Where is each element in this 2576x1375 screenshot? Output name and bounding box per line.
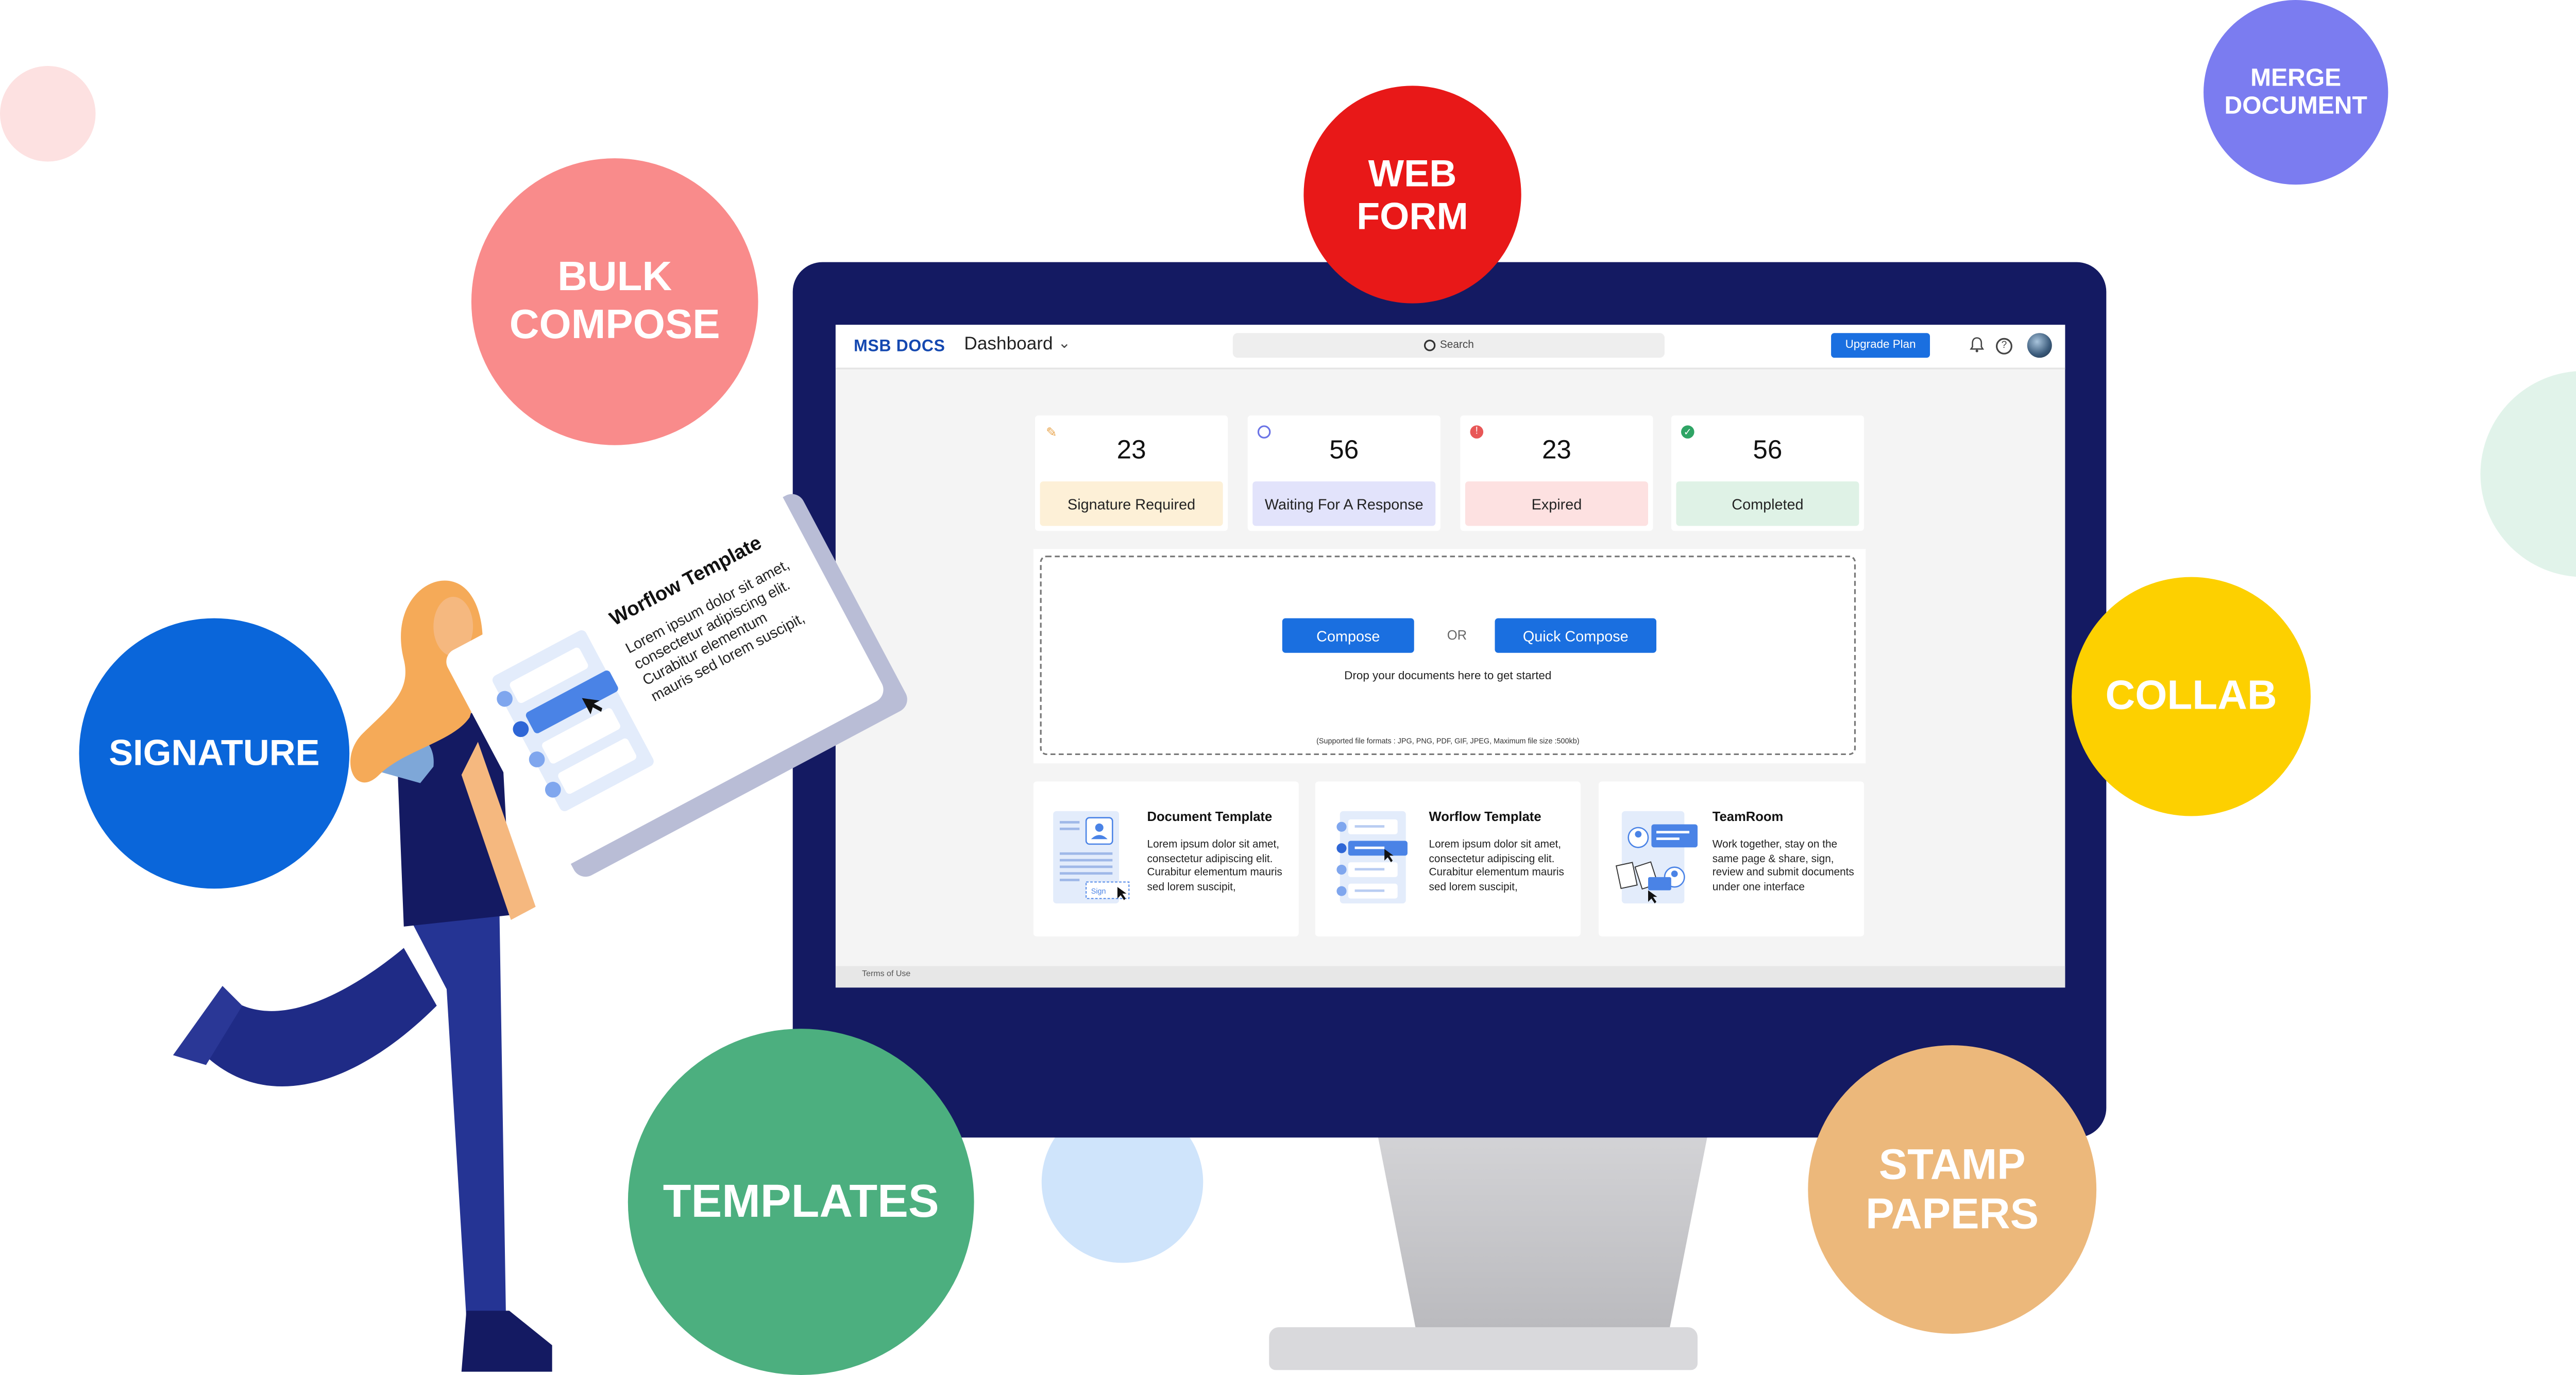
stat-value: 23 (1116, 437, 1146, 465)
compose-button[interactable]: Compose (1282, 618, 1414, 653)
check-icon: ✓ (1681, 425, 1694, 439)
feature-stamp-papers[interactable]: STAMP PAPERS (1808, 1045, 2097, 1334)
stat-label: Completed (1676, 481, 1859, 526)
stat-card-waiting[interactable]: 56 Waiting For A Response (1247, 415, 1440, 531)
card-teamroom[interactable]: TeamRoom Work together, stay on the same… (1599, 781, 1865, 937)
floating-workflow-card: Worflow Template Lorem ipsum dolor sit a… (442, 479, 912, 882)
feature-label: BULK COMPOSE (509, 254, 720, 348)
avatar[interactable] (2027, 333, 2052, 358)
bell-icon[interactable] (1970, 337, 1985, 353)
feature-label: COLLAB (2105, 673, 2277, 719)
stat-label: Expired (1465, 481, 1648, 526)
footer-bar: Terms of Use (835, 966, 2065, 988)
workflow-template-illustration (492, 630, 654, 811)
document-template-illustration: Sign (1053, 811, 1130, 904)
feature-signature[interactable]: SIGNATURE (79, 618, 350, 889)
search-placeholder: Search (1439, 339, 1474, 351)
search-icon (1423, 339, 1435, 351)
card-description: Lorem ipsum dolor sit amet, consectetur … (1429, 839, 1564, 893)
stat-value: 56 (1753, 437, 1783, 465)
card-workflow-template[interactable]: Worflow Template Lorem ipsum dolor sit a… (1315, 781, 1581, 937)
feature-label: MERGE DOCUMENT (2224, 63, 2367, 121)
drop-zone[interactable]: Compose OR Quick Compose Drop your docum… (1040, 556, 1856, 756)
terms-of-use-link[interactable]: Terms of Use (862, 969, 911, 980)
stat-card-signature-required[interactable]: ✎ 23 Signature Required (1035, 415, 1228, 531)
quick-compose-button[interactable]: Quick Compose (1495, 618, 1656, 653)
upload-panel: Compose OR Quick Compose Drop your docum… (1033, 549, 1866, 764)
help-icon[interactable]: ? (1995, 338, 2012, 355)
feature-merge-document[interactable]: MERGE DOCUMENT (2204, 0, 2388, 185)
chevron-down-icon[interactable]: ⌄ (1058, 334, 1071, 351)
card-description: Lorem ipsum dolor sit amet, consectetur … (1147, 839, 1282, 893)
monitor-base (1269, 1327, 1698, 1370)
teamroom-illustration (1615, 811, 1698, 904)
feature-label: TEMPLATES (663, 1175, 939, 1227)
stat-label: Waiting For A Response (1252, 481, 1436, 526)
supported-formats: (Supported file formats : JPG, PNG, PDF,… (1316, 736, 1580, 745)
floating-card-body: Worflow Template Lorem ipsum dolor sit a… (442, 479, 888, 872)
decor-circle-mint (2480, 371, 2576, 577)
sign-label: Sign (1091, 887, 1106, 896)
dashboard-menu[interactable]: Dashboard (964, 334, 1053, 355)
drop-instructions: Drop your documents here to get started (1344, 670, 1552, 683)
card-title: Worflow Template (1429, 809, 1541, 825)
stat-value: 23 (1541, 437, 1571, 465)
upgrade-plan-button[interactable]: Upgrade Plan (1831, 333, 1930, 358)
feature-bulk-compose[interactable]: BULK COMPOSE (471, 158, 758, 445)
feature-templates[interactable]: TEMPLATES (628, 1029, 974, 1375)
or-separator: OR (1447, 628, 1467, 643)
card-description: Work together, stay on the same page & s… (1712, 839, 1854, 893)
clock-icon (1257, 425, 1271, 439)
stat-value: 56 (1329, 437, 1359, 465)
card-document-template[interactable]: Sign Document Template Lorem ipsum dolor… (1033, 781, 1299, 937)
stat-label: Signature Required (1040, 481, 1223, 526)
stat-card-expired[interactable]: ! 23 Expired (1460, 415, 1653, 531)
decor-circle-pink (0, 65, 96, 162)
floating-card-description: Lorem ipsum dolor sit amet, consectetur … (622, 556, 808, 705)
feature-collab[interactable]: COLLAB (2072, 577, 2311, 816)
alert-icon: ! (1470, 425, 1484, 439)
search-input[interactable]: Search (1232, 333, 1665, 358)
monitor-stand (1378, 1136, 1708, 1337)
feature-label: STAMP PAPERS (1866, 1138, 2039, 1237)
card-title: TeamRoom (1712, 809, 1784, 825)
stat-card-completed[interactable]: ✓ 56 Completed (1671, 415, 1865, 531)
app-screen: MSB DOCS Dashboard ⌄ Search Upgrade Plan… (835, 325, 2065, 988)
app-logo[interactable]: MSB DOCS (854, 338, 945, 356)
top-bar: MSB DOCS Dashboard ⌄ Search Upgrade Plan… (835, 325, 2065, 370)
feature-label: SIGNATURE (109, 732, 320, 774)
card-title: Document Template (1147, 809, 1273, 825)
feature-label: WEB FORM (1357, 150, 1468, 238)
pen-icon: ✎ (1046, 424, 1057, 440)
person-illustration (173, 580, 552, 1372)
workflow-template-illustration (1336, 811, 1408, 904)
feature-web-form[interactable]: WEB FORM (1303, 86, 1521, 304)
